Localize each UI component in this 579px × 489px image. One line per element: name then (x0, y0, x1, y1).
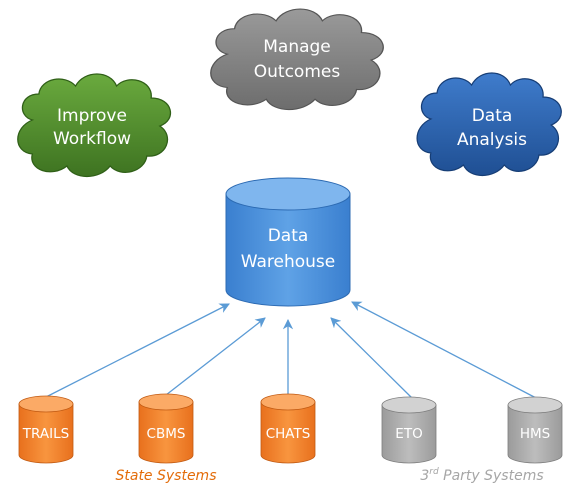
warehouse-label-line2: Warehouse (241, 252, 335, 272)
cloud-manage-outcomes-line1: Manage (263, 37, 331, 57)
arrow-eto (330, 317, 413, 399)
arrow-hms (351, 301, 539, 400)
caption-state-systems: State Systems (115, 468, 216, 484)
cloud-manage-outcomes (210, 8, 384, 111)
cloud-improve-workflow-line2: Workflow (53, 129, 131, 149)
arrow-cbms (165, 317, 266, 396)
cloud-manage-outcomes-line2: Outcomes (254, 62, 341, 82)
system-chats-cylinder (260, 393, 316, 464)
warehouse-label-line1: Data (268, 226, 309, 246)
system-hms-cylinder (507, 396, 563, 464)
system-chats-label: CHATS (266, 426, 311, 442)
data-warehouse-cylinder (225, 177, 351, 307)
system-trails-cylinder (18, 395, 74, 464)
arrow-trails (45, 303, 230, 398)
cloud-data-analysis-line2: Analysis (457, 130, 527, 150)
system-cbms-label: CBMS (147, 426, 186, 442)
connection-arrows (45, 301, 539, 400)
caption-third-party-systems: 3rd Party Systems (420, 467, 543, 484)
system-eto-cylinder (381, 396, 437, 464)
system-eto-label: ETO (395, 426, 422, 442)
cloud-improve-workflow-line1: Improve (57, 106, 127, 126)
system-hms-label: HMS (520, 426, 550, 442)
caption-third-party-superscript: rd (429, 467, 439, 477)
caption-third-party-number: 3 (420, 468, 429, 484)
caption-third-party-rest: Party Systems (439, 468, 544, 484)
system-trails-label: TRAILS (22, 426, 69, 442)
cloud-data-analysis-line1: Data (472, 106, 513, 126)
system-cbms-cylinder (138, 393, 194, 464)
